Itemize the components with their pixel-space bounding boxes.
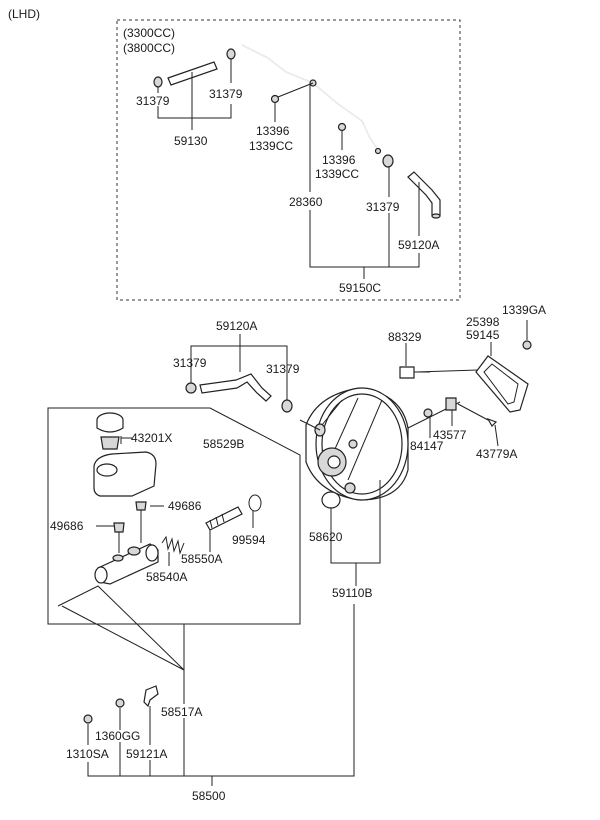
label-58500: 58500 bbox=[192, 789, 226, 803]
master-cylinder-box bbox=[47, 407, 301, 625]
label-31379-left: 31379 bbox=[136, 94, 170, 108]
pipe-end-fitting-part bbox=[374, 147, 382, 155]
label-58529b: 58529B bbox=[203, 437, 244, 451]
label-1310sa: 1310SA bbox=[66, 747, 109, 761]
label-13396-upper: 13396 bbox=[256, 124, 290, 138]
seal-49686-left-part bbox=[113, 522, 125, 533]
label-59130: 59130 bbox=[174, 134, 208, 148]
bolt-1360gg-part bbox=[115, 698, 125, 708]
label-31379-box-lower: 31379 bbox=[366, 200, 400, 214]
grommet-58620-part bbox=[321, 491, 341, 509]
clevis-43577-part bbox=[445, 397, 457, 411]
label-28360: 28360 bbox=[289, 195, 323, 209]
engine-vacuum-hose-box bbox=[116, 19, 461, 301]
spring-58550a-part bbox=[161, 535, 185, 555]
bottom-leader-lines bbox=[87, 604, 355, 786]
box-leader-lines bbox=[157, 59, 420, 279]
bolt-13396-lower-part bbox=[337, 122, 347, 132]
snap-ring-99594-part bbox=[248, 494, 262, 512]
hose-59120a-box-part bbox=[407, 171, 441, 216]
label-59145: 59145 bbox=[466, 328, 500, 342]
seal-49686-right-part bbox=[135, 501, 147, 511]
mid-hose-leader-lines bbox=[190, 334, 288, 400]
label-1339cc-lower: 1339CC bbox=[315, 167, 359, 181]
gasket-59145-part bbox=[475, 355, 529, 413]
bolt-1310sa-part bbox=[83, 714, 93, 724]
booster-leader-lines bbox=[330, 320, 528, 586]
label-99594: 99594 bbox=[232, 533, 266, 547]
label-59121a: 59121A bbox=[126, 747, 167, 761]
label-31379-mid-left: 31379 bbox=[173, 356, 207, 370]
engine-variant-3300cc: (3300CC) bbox=[123, 26, 175, 40]
reservoir-58529b-part bbox=[93, 451, 157, 497]
piston-assembly-part bbox=[205, 506, 243, 531]
bolt-13396-upper-part bbox=[270, 94, 280, 104]
clevis-pin-88329-part bbox=[399, 366, 415, 379]
engine-variant-3800cc: (3800CC) bbox=[123, 41, 175, 55]
brake-booster-assembly bbox=[299, 387, 409, 501]
pin-43779a-part bbox=[486, 417, 498, 427]
label-1339cc-upper: 1339CC bbox=[249, 139, 293, 153]
hose-59120a-mid-part bbox=[199, 373, 272, 402]
nut-84147-part bbox=[423, 408, 433, 418]
clamp-31379-lower-part bbox=[382, 154, 394, 168]
label-84147: 84147 bbox=[410, 439, 444, 453]
label-59120a-mid: 59120A bbox=[216, 319, 257, 333]
nut-1339ga-part bbox=[522, 340, 532, 350]
master-cylinder-leader-lines bbox=[57, 436, 254, 671]
label-1339ga: 1339GA bbox=[502, 303, 546, 317]
label-49686-right: 49686 bbox=[168, 499, 202, 513]
label-58550a: 58550A bbox=[181, 552, 222, 566]
label-58620: 58620 bbox=[309, 530, 343, 544]
clamp-31379-left-part bbox=[153, 76, 163, 88]
label-43779a: 43779A bbox=[476, 447, 517, 461]
label-59150c: 59150C bbox=[339, 281, 381, 295]
label-49686-left: 49686 bbox=[50, 519, 84, 533]
label-43577: 43577 bbox=[433, 428, 467, 442]
clamp-31379-mid-left-part bbox=[185, 382, 197, 394]
label-59110b: 59110B bbox=[332, 586, 372, 600]
reservoir-strainer-part bbox=[100, 436, 120, 450]
label-1360gg: 1360GG bbox=[95, 729, 140, 743]
bracket-59121a-part bbox=[143, 685, 159, 708]
clamp-31379-mid-right-part bbox=[281, 399, 293, 413]
label-31379-mid-right: 31379 bbox=[266, 362, 300, 376]
label-58517a: 58517A bbox=[161, 705, 202, 719]
label-25398: 25398 bbox=[466, 315, 500, 329]
label-58540a: 58540A bbox=[146, 570, 187, 584]
label-31379-right: 31379 bbox=[209, 87, 243, 101]
label-59120a-box: 59120A bbox=[398, 238, 439, 252]
variant-label: (LHD) bbox=[8, 7, 40, 21]
label-43201x: 43201X bbox=[131, 431, 172, 445]
label-13396-lower: 13396 bbox=[322, 153, 356, 167]
clamp-31379-right-part bbox=[226, 48, 236, 60]
label-88329: 88329 bbox=[388, 330, 422, 344]
